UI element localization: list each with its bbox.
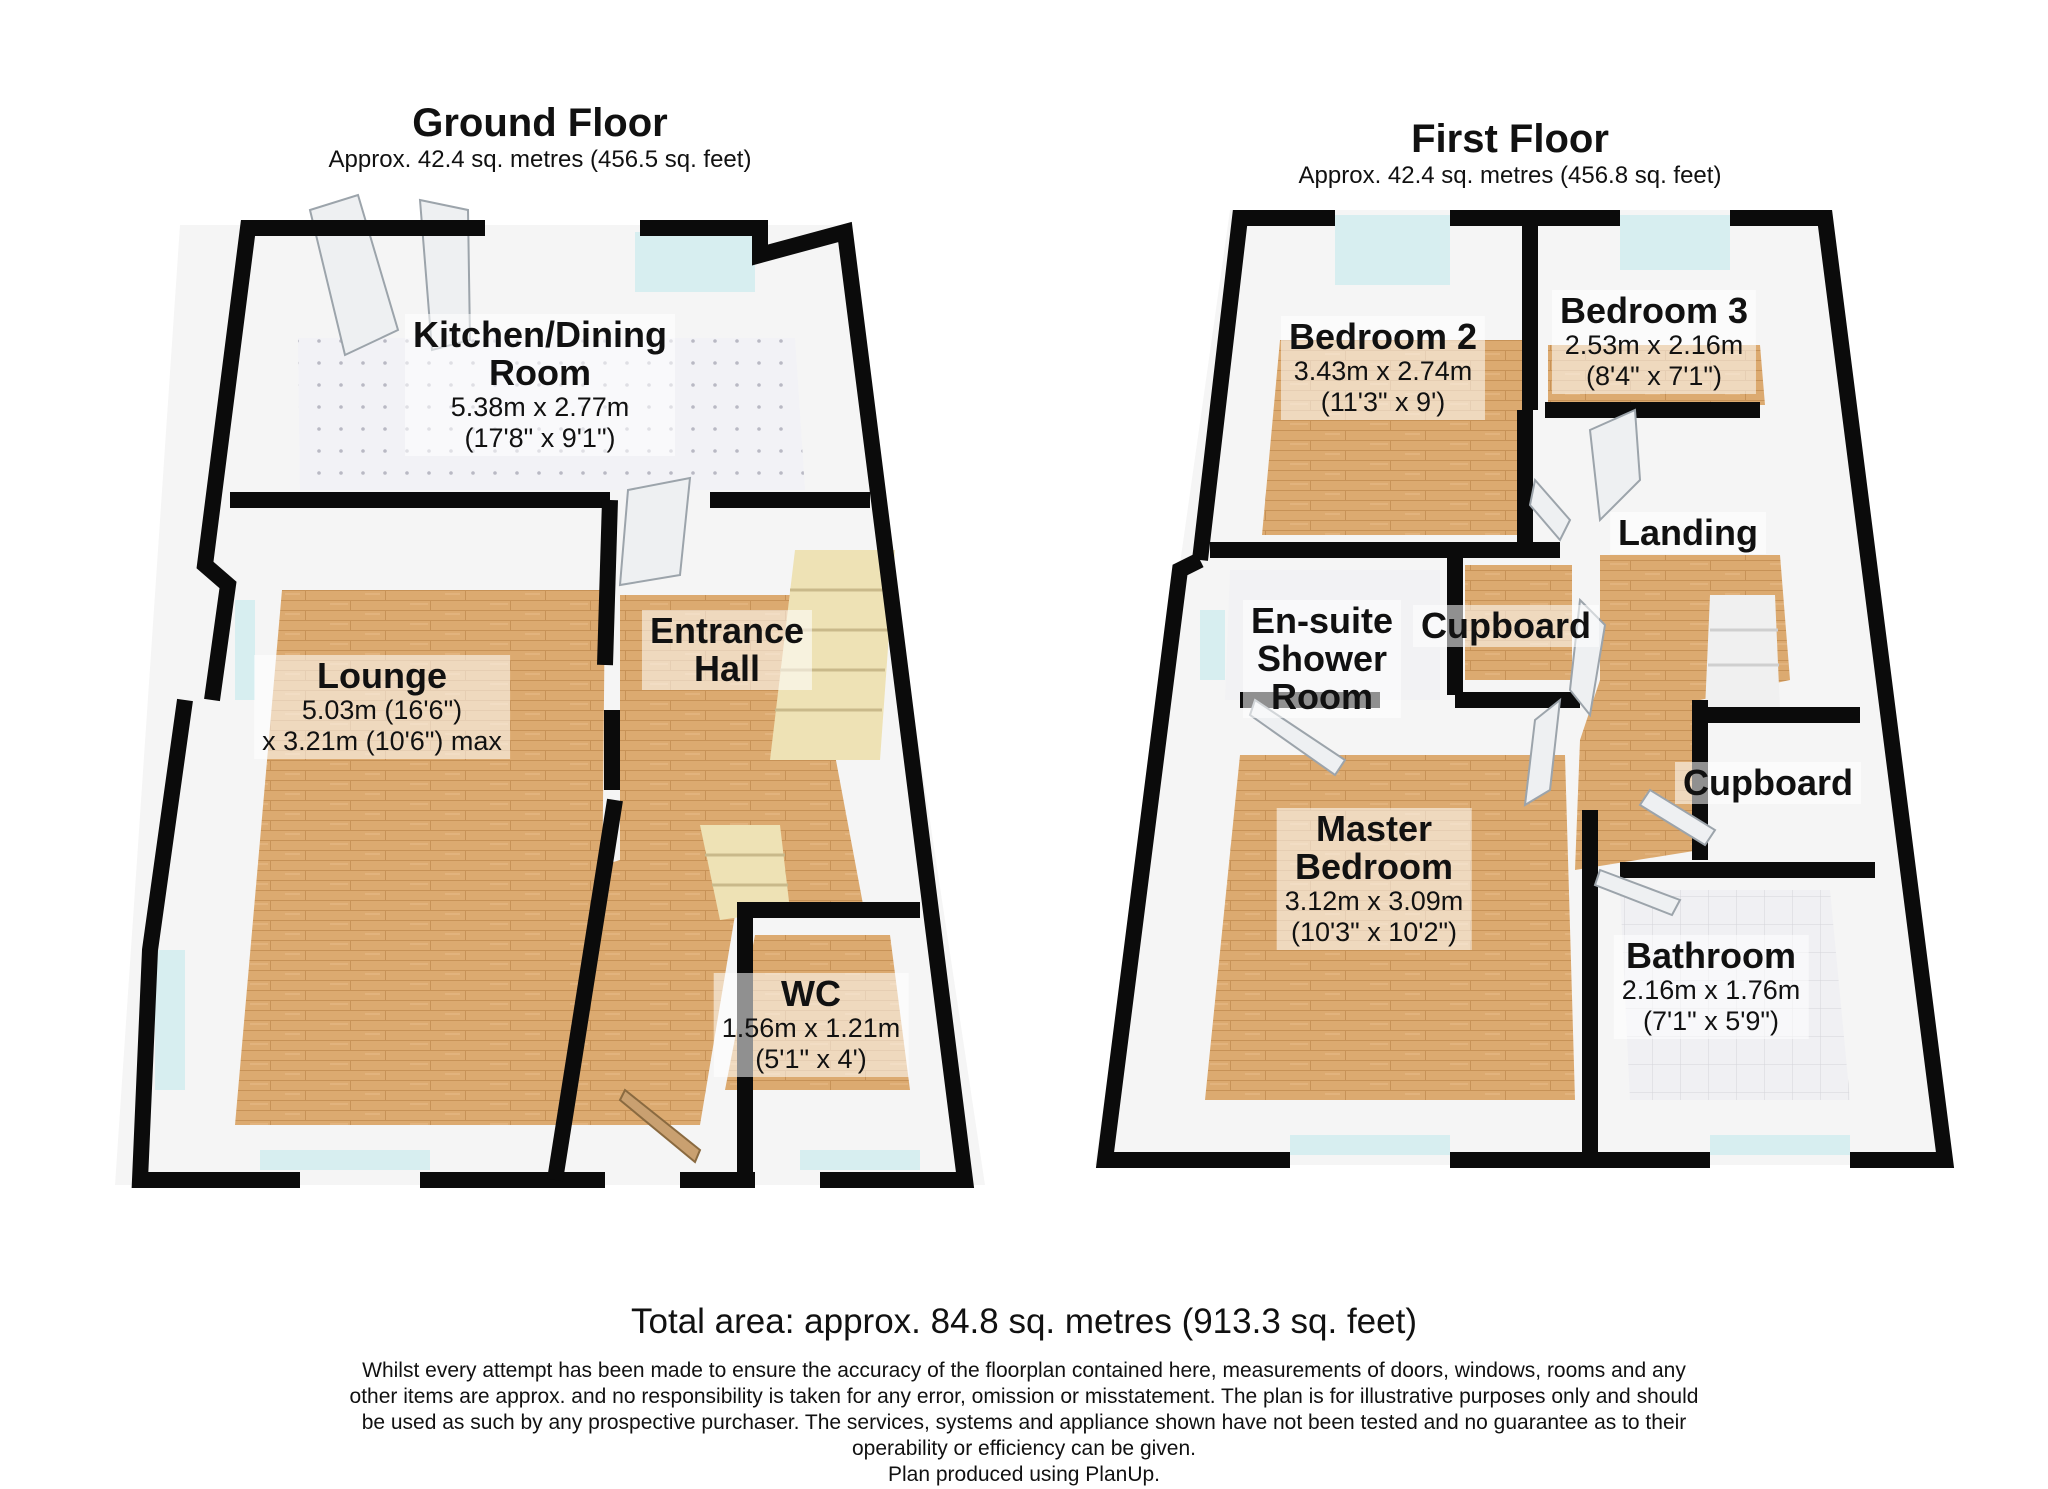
door (1528, 477, 1572, 542)
first-floor-area: Approx. 42.4 sq. metres (456.8 sq. feet) (1298, 162, 1722, 189)
master-size: 3.12m x 3.09m (1284, 886, 1464, 916)
ground-stairs (700, 550, 895, 920)
bathroom-name: Bathroom (1626, 935, 1796, 976)
wc-size-imperial: (5'1" x 4') (755, 1044, 867, 1074)
window (1710, 1135, 1850, 1155)
window (260, 1150, 430, 1170)
entrance-hall-label: Entrance Hall (641, 610, 813, 690)
window (635, 232, 755, 292)
lounge-label: Lounge 5.03m (16'6") x 3.21m (10'6") max (254, 655, 510, 759)
landing-label: Landing (1610, 512, 1766, 554)
wc-name: WC (781, 973, 841, 1014)
master-bedroom-label: Master Bedroom 3.12m x 3.09m (10'3" x 10… (1276, 808, 1472, 950)
hall-name-1: Entrance (649, 610, 805, 651)
window (1620, 215, 1730, 270)
bedroom3-size: 2.53m x 2.16m (1564, 330, 1744, 360)
bedroom3-label: Bedroom 3 2.53m x 2.16m (8'4" x 7'1") (1551, 290, 1757, 394)
kitchen-size: 5.38m x 2.77m (450, 392, 630, 422)
total-area: Total area: approx. 84.8 sq. metres (913… (631, 1302, 1417, 1341)
bathroom-label: Bathroom 2.16m x 1.76m (7'1" x 5'9") (1613, 935, 1809, 1039)
ensuite-name-3: Room (1270, 676, 1373, 717)
door (1588, 408, 1642, 523)
ground-floor-title: Ground Floor (412, 101, 668, 145)
door (1638, 788, 1717, 847)
bedroom3-size-imperial: (8'4" x 7'1") (1585, 361, 1723, 391)
wc-label: WC 1.56m x 1.21m (5'1" x 4') (713, 973, 909, 1077)
window (235, 600, 255, 700)
first-floor-plan (1095, 210, 1955, 1168)
disclaimer: Whilst every attempt has been made to en… (349, 1359, 1699, 1460)
cupboard1-label: Cupboard (1413, 605, 1599, 647)
cupboard2-label: Cupboard (1675, 762, 1861, 804)
kitchen-name-1: Kitchen/Dining (413, 314, 667, 355)
master-size-imperial: (10'3" x 10'2") (1290, 917, 1458, 947)
credit: Plan produced using PlanUp. (887, 1463, 1160, 1486)
lounge-name: Lounge (317, 655, 447, 696)
kitchen-label: Kitchen/Dining Room 5.38m x 2.77m (17'8"… (405, 314, 675, 456)
door (1593, 868, 1682, 917)
lounge-size-2: x 3.21m (10'6") max (262, 726, 502, 756)
footer: Total area: approx. 84.8 sq. metres (913… (0, 1300, 2048, 1488)
bedroom2-label: Bedroom 2 3.43m x 2.74m (11'3" x 9') (1280, 316, 1486, 420)
bedroom2-name: Bedroom 2 (1288, 316, 1478, 357)
kitchen-name-2: Room (489, 352, 591, 393)
first-floor-title: First Floor (1411, 117, 1609, 161)
wc-size: 1.56m x 1.21m (721, 1013, 901, 1043)
bedroom2-size-imperial: (11'3" x 9') (1320, 387, 1446, 417)
window (1335, 215, 1450, 285)
bedroom2-size: 3.43m x 2.74m (1293, 356, 1473, 386)
hall-name-2: Hall (693, 648, 761, 689)
cupboard2-name: Cupboard (1683, 762, 1853, 803)
door (618, 1088, 702, 1164)
bedroom3-name: Bedroom 3 (1559, 290, 1749, 331)
kitchen-size-imperial: (17'8" x 9'1") (464, 423, 616, 453)
door (618, 476, 692, 587)
window (1200, 610, 1225, 680)
ground-floor-area: Approx. 42.4 sq. metres (456.5 sq. feet) (328, 146, 752, 173)
window (155, 950, 185, 1090)
ensuite-name-2: Shower (1256, 638, 1388, 679)
lounge-size-1: 5.03m (16'6") (301, 695, 463, 725)
first-floor-header: First Floor Approx. 42.4 sq. metres (456… (1260, 116, 1760, 190)
landing-name: Landing (1618, 512, 1758, 553)
bathroom-size: 2.16m x 1.76m (1621, 975, 1801, 1005)
ground-floor-plan (115, 193, 985, 1188)
master-name-2: Bedroom (1294, 846, 1453, 887)
window (1290, 1135, 1450, 1155)
ensuite-name-1: En-suite (1250, 600, 1394, 641)
cupboard1-name: Cupboard (1421, 605, 1591, 646)
door (1523, 697, 1562, 807)
ensuite-label: En-suite Shower Room (1242, 600, 1402, 718)
bathroom-size-imperial: (7'1" x 5'9") (1642, 1006, 1780, 1036)
ground-floor-header: Ground Floor Approx. 42.4 sq. metres (45… (300, 100, 780, 174)
window (800, 1150, 920, 1170)
first-stairs (1705, 595, 1780, 710)
master-name-1: Master (1315, 808, 1433, 849)
